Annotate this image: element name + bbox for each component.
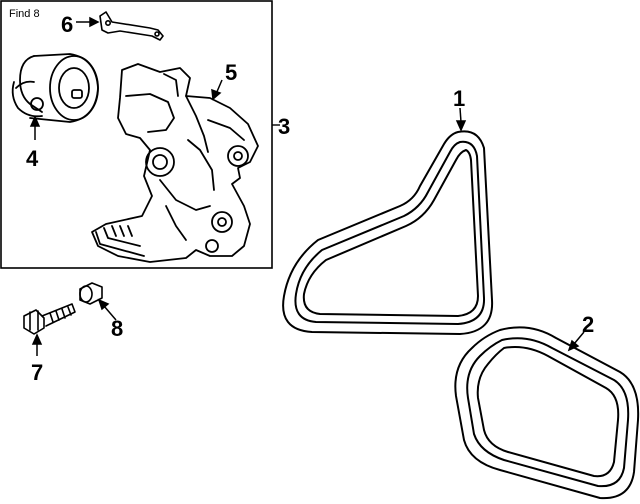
callout-1: 1 bbox=[453, 86, 465, 111]
leader-lines bbox=[29, 16, 585, 356]
bracket-casting-part bbox=[91, 63, 259, 263]
callout-6: 6 bbox=[61, 12, 73, 37]
callout-8: 8 bbox=[111, 316, 123, 341]
belt-2-part bbox=[454, 326, 640, 500]
callout-7: 7 bbox=[31, 360, 43, 385]
callout-2: 2 bbox=[582, 312, 594, 337]
callout-5: 5 bbox=[225, 60, 237, 85]
callout-4: 4 bbox=[26, 146, 39, 171]
strap-bracket-part bbox=[99, 11, 164, 41]
belt-1-part bbox=[282, 130, 494, 335]
tensioner-part bbox=[11, 53, 99, 123]
find-label: Find 8 bbox=[9, 8, 40, 20]
detail-frame bbox=[0, 0, 273, 269]
callout-3: 3 bbox=[278, 114, 290, 139]
cap-part bbox=[79, 282, 103, 305]
bolt-part bbox=[23, 303, 76, 335]
